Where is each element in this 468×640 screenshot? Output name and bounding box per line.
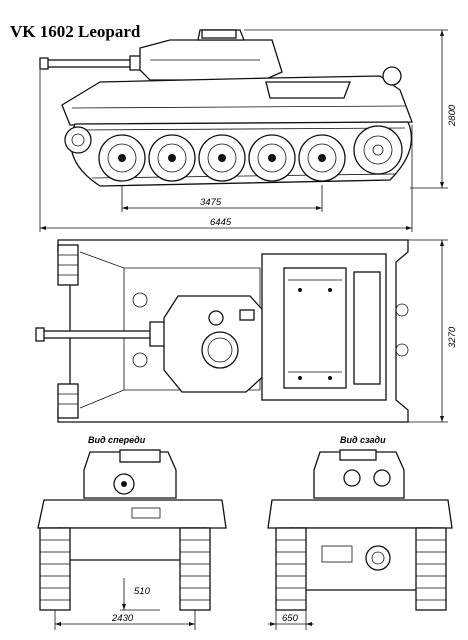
svg-text:650: 650 bbox=[282, 613, 299, 624]
top-view: 3270 bbox=[35, 239, 458, 423]
side-gun-barrel bbox=[39, 55, 145, 71]
svg-text:2430: 2430 bbox=[111, 613, 134, 624]
side-turret bbox=[139, 29, 283, 81]
top-turret bbox=[132, 292, 269, 393]
side-track bbox=[64, 121, 412, 187]
dim-ground-clearance: 510 bbox=[120, 559, 160, 611]
svg-text:510: 510 bbox=[134, 586, 151, 597]
front-view-caption: Вид спереди bbox=[88, 435, 146, 445]
dim-track-gauge: 2430 bbox=[54, 610, 196, 630]
dim-length: 6445 bbox=[39, 70, 413, 232]
rear-view-caption: Вид сзади bbox=[340, 435, 386, 445]
svg-text:2800: 2800 bbox=[447, 104, 458, 127]
drawing-title: VK 1602 Leopard bbox=[10, 22, 141, 41]
rear-view: Вид сзади 650 bbox=[267, 435, 453, 630]
svg-text:6445: 6445 bbox=[210, 217, 232, 228]
dim-height: 2800 bbox=[244, 29, 458, 189]
svg-text:3475: 3475 bbox=[200, 197, 222, 208]
side-road-wheels bbox=[98, 134, 346, 182]
side-view: 3475 6445 2800 bbox=[39, 29, 458, 232]
dim-track-width: 650 bbox=[268, 610, 314, 630]
dim-wheelbase: 3475 bbox=[121, 185, 323, 212]
dim-width: 3270 bbox=[408, 239, 458, 423]
top-engine-deck bbox=[261, 253, 409, 401]
top-left-fender-stowage bbox=[57, 244, 79, 419]
svg-text:3270: 3270 bbox=[447, 326, 458, 348]
front-view: Вид спереди 510 2430 bbox=[37, 435, 227, 630]
